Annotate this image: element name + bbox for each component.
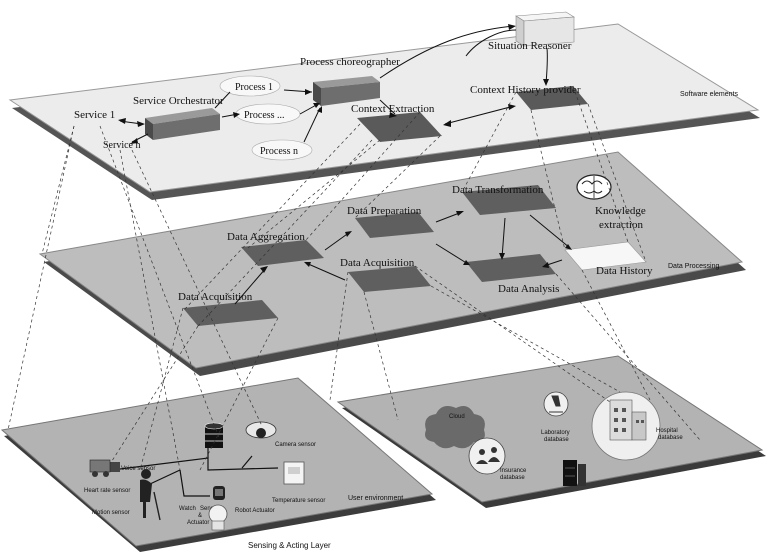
data-acquisition-left-module xyxy=(183,300,278,326)
process-choreographer-label: Process choreographer xyxy=(300,56,400,68)
data-processing-layer: Data Processing Data Acquisition Data Ag… xyxy=(38,151,746,376)
brain-icon xyxy=(576,174,612,200)
hospital-database-label-1: Hospital xyxy=(656,428,678,434)
service-orchestrator-label: Service Orchestrator xyxy=(133,95,224,107)
robot-actuator-icon xyxy=(208,504,228,531)
insurance-icon xyxy=(468,437,506,475)
camera-sensor-icon xyxy=(245,421,277,439)
hospital-database-label-2: database xyxy=(658,435,683,441)
data-transformation-module xyxy=(462,185,556,215)
context-extraction-label: Context Extraction xyxy=(351,103,435,115)
data-transformation-label: Data Transformation xyxy=(452,184,544,196)
watch-label-1: Watch xyxy=(179,506,196,512)
thermometer-icon xyxy=(283,461,305,485)
processing-arrows xyxy=(234,211,571,305)
data-preparation-label: Data Preparation xyxy=(347,205,422,217)
user-environment-label: User environment xyxy=(348,495,403,502)
data-aggregation-label: Data Aggregation xyxy=(227,231,305,243)
hospital-icon xyxy=(591,391,661,461)
context-history-module xyxy=(516,86,588,110)
cloud-label: Cloud xyxy=(449,414,465,420)
remote-plane xyxy=(336,355,764,503)
process-1-label: Process 1 xyxy=(235,82,273,93)
data-aggregation-module xyxy=(241,240,324,266)
service-n-label: Service n xyxy=(103,140,141,151)
voice-sensor-label: Voice sensor xyxy=(121,466,155,472)
data-acquisition-center-label: Data Acquisition xyxy=(340,257,415,269)
processing-layer-label: Data Processing xyxy=(668,263,719,270)
watch-label-3: & xyxy=(198,513,202,519)
cloud-icon xyxy=(425,406,485,449)
user-environment-layer: User environment Camera sensor Temper xyxy=(0,377,436,552)
server-icon xyxy=(563,460,586,486)
process-dots-label: Process ... xyxy=(244,110,285,121)
user-plane xyxy=(0,377,434,547)
camera-sensor-label: Camera sensor xyxy=(275,442,316,448)
data-acquisition-left-label: Data Acquisition xyxy=(178,291,253,303)
temperature-sensor-label: Temperature sensor xyxy=(272,498,325,504)
situation-reasoner-label: Situation Reasoner xyxy=(488,40,572,52)
data-preparation-module xyxy=(355,212,434,238)
process-n-ellipse xyxy=(251,139,313,161)
process-1-ellipse xyxy=(219,75,281,97)
process-choreographer-box xyxy=(313,76,380,106)
laboratory-database-label-1: Laboratory xyxy=(541,430,570,436)
insurance-database-label-2: database xyxy=(500,475,525,481)
heart-rate-sensor-icon xyxy=(89,459,111,477)
software-arrowheads xyxy=(118,24,549,144)
data-acquisition-center-module xyxy=(348,266,431,292)
software-arrows xyxy=(119,25,548,143)
processing-arrowheads xyxy=(260,211,572,273)
motion-sensor-label: Motion sensor xyxy=(92,510,130,516)
situation-reasoner-box xyxy=(515,11,575,47)
laboratory-database-label-2: database xyxy=(544,437,569,443)
service-1-label: Service 1 xyxy=(74,109,115,121)
software-layer-label: Software elements xyxy=(680,91,738,98)
software-elements-layer: Software elements Service Orchestrator P… xyxy=(8,11,760,200)
insurance-database-label-1: Insurance xyxy=(500,468,527,474)
remote-services-layer: Cloud Laboratory database Insurance data… xyxy=(336,355,766,508)
sensing-acting-caption: Sensing & Acting Layer xyxy=(248,541,331,550)
watch-icon xyxy=(213,486,225,500)
context-extraction-module xyxy=(357,112,442,142)
context-history-label: Context History provider xyxy=(470,84,581,96)
database-icon xyxy=(204,422,224,448)
voice-sensor-icon xyxy=(110,462,120,472)
data-history-label: Data History xyxy=(596,265,653,277)
robot-actuator-label: Robot Actuator xyxy=(235,508,275,514)
watch-label-2: Sensor xyxy=(200,506,219,512)
heart-rate-sensor-label: Heart rate sensor xyxy=(84,488,130,494)
projection-lines xyxy=(7,85,701,471)
process-n-label: Process n xyxy=(260,146,298,157)
watch-label-4: Actuator xyxy=(187,520,209,526)
elderly-person-icon xyxy=(140,469,161,521)
knowledge-extraction-label-line1: Knowledge xyxy=(595,205,646,217)
software-plane xyxy=(8,23,760,193)
sensor-wiring xyxy=(111,448,279,497)
knowledge-extraction-label-line2: extraction xyxy=(599,219,643,231)
microscope-icon xyxy=(543,391,569,417)
data-analysis-module xyxy=(466,254,556,282)
data-analysis-label: Data Analysis xyxy=(498,283,559,295)
